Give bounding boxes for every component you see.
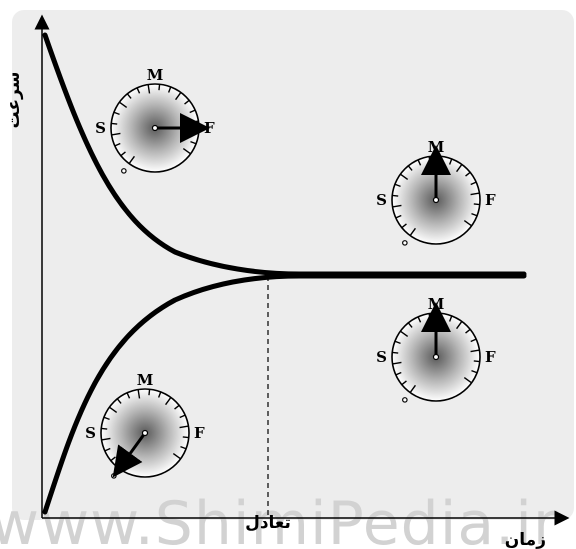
gauge-label-m: M [428, 138, 445, 156]
gauge-hub [434, 355, 439, 360]
gauge-label-f: F [194, 424, 205, 442]
gauge-hub [434, 198, 439, 203]
gauge-tick [440, 156, 441, 162]
gauge-tick [149, 389, 150, 395]
gauge-zero-mark [403, 241, 407, 245]
gauge-tick [392, 352, 398, 353]
gauge-label-m: M [137, 371, 154, 389]
gauge-hub [153, 126, 158, 131]
gauge-tick [183, 437, 189, 438]
gauge-tick [392, 195, 398, 196]
gauge-tick [101, 428, 107, 429]
gauge-hub [143, 431, 148, 436]
gauge-tick [111, 123, 117, 124]
gauge-label-s: S [376, 348, 387, 366]
gauge-tick [474, 204, 480, 205]
gauge-label-s: S [95, 119, 106, 137]
x-axis-label: زمان [505, 530, 546, 549]
gauge-label-s: S [376, 191, 387, 209]
y-axis-label: سرعت [4, 72, 24, 129]
gauge-label-f: F [485, 191, 496, 209]
gauge-label-f: F [485, 348, 496, 366]
gauge-label-m: M [147, 66, 164, 84]
gauge-tick [440, 313, 441, 319]
gauge-tick [193, 132, 199, 133]
gauge-label-f: F [204, 119, 215, 137]
gauge-zero-mark [112, 474, 116, 478]
gauge-label-s: S [85, 424, 96, 442]
gauge-tick [474, 361, 480, 362]
diagram-panel [12, 10, 574, 520]
gauge-zero-mark [122, 169, 126, 173]
gauge-zero-mark [403, 398, 407, 402]
gauge-label-m: M [428, 295, 445, 313]
gauge-tick [159, 84, 160, 90]
equilibrium-label: تعادل [245, 513, 291, 533]
